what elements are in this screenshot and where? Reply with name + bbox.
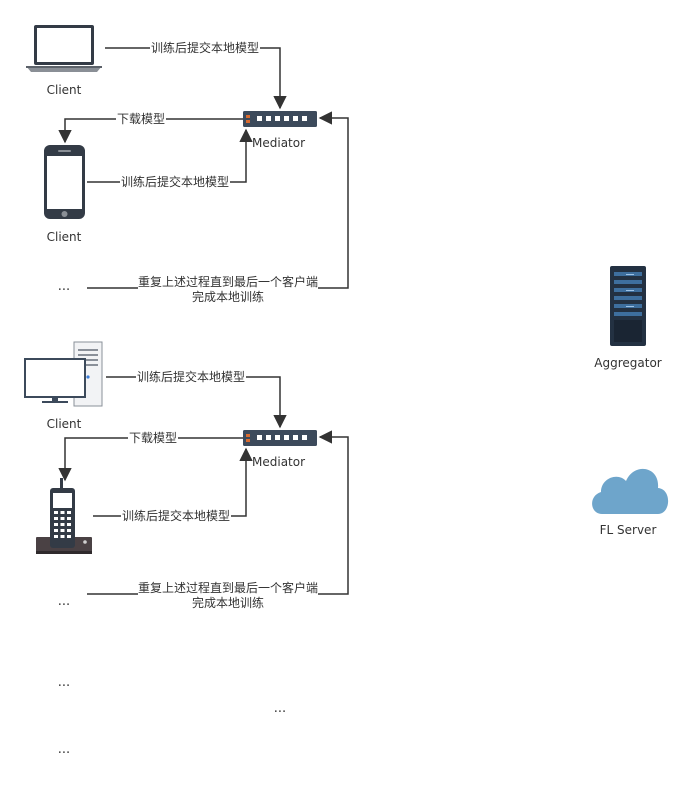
edge-label-download-1: 下载模型 bbox=[115, 112, 167, 126]
edge-download-1 bbox=[58, 118, 243, 144]
node-label-client-laptop: Client bbox=[46, 83, 82, 97]
ellipsis-more-b: ... bbox=[273, 701, 287, 716]
edge-laptop-submit bbox=[105, 47, 287, 110]
ellipsis-more-c: ... bbox=[57, 742, 71, 757]
node-label-client-phone: Client bbox=[46, 230, 82, 244]
node-label-mediator-1: Mediator bbox=[252, 136, 306, 150]
ellipsis-group1: ... bbox=[57, 279, 71, 294]
server-rack-icon bbox=[610, 266, 646, 346]
edge-label-download-2: 下载模型 bbox=[127, 431, 179, 445]
switch-icon bbox=[243, 111, 317, 127]
node-label-aggregator: Aggregator bbox=[594, 356, 662, 370]
edge-label-handset-submit: 训练后提交本地模型 bbox=[120, 509, 232, 523]
ellipsis-more-a: ... bbox=[57, 675, 71, 690]
cordless-phone-icon bbox=[36, 478, 92, 554]
edge-label-phone-submit: 训练后提交本地模型 bbox=[119, 175, 231, 189]
cloud-icon bbox=[592, 468, 669, 514]
edge-desktop-submit bbox=[106, 376, 287, 429]
desktop-computer-icon bbox=[24, 341, 103, 407]
edge-label-laptop-submit: 训练后提交本地模型 bbox=[149, 41, 261, 55]
edge-label-repeat-1: 重复上述过程直到最后一个客户端 完成本地训练 bbox=[137, 275, 319, 305]
node-label-fl-server: FL Server bbox=[599, 523, 657, 537]
smartphone-icon bbox=[44, 145, 85, 219]
laptop-icon bbox=[26, 25, 102, 72]
node-label-mediator-2: Mediator bbox=[252, 455, 306, 469]
edge-label-repeat-1-line2: 完成本地训练 bbox=[191, 290, 265, 304]
edge-label-repeat-2-line2: 完成本地训练 bbox=[191, 596, 265, 610]
edge-download-2 bbox=[58, 437, 243, 482]
edge-repeat-1 bbox=[87, 111, 349, 289]
edge-label-repeat-1-line1: 重复上述过程直到最后一个客户端 bbox=[137, 275, 319, 289]
edge-handset-submit bbox=[93, 447, 253, 517]
node-label-client-desktop: Client bbox=[46, 417, 82, 431]
edge-label-desktop-submit: 训练后提交本地模型 bbox=[135, 370, 247, 384]
ellipsis-group2: ... bbox=[57, 594, 71, 609]
edge-label-repeat-2: 重复上述过程直到最后一个客户端 完成本地训练 bbox=[137, 581, 319, 611]
edge-label-repeat-2-line1: 重复上述过程直到最后一个客户端 bbox=[137, 581, 319, 595]
switch-icon bbox=[243, 430, 317, 446]
